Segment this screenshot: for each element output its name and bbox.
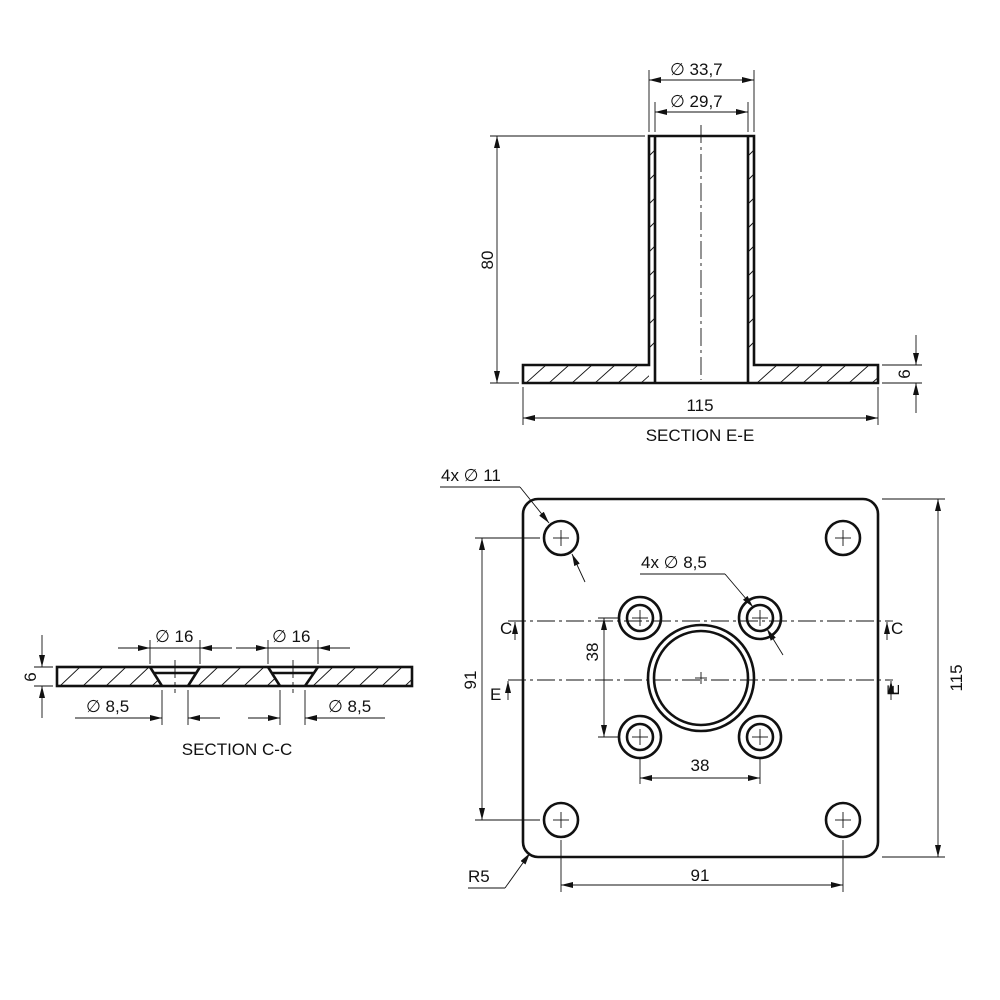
dim-plate-height: 115: [947, 664, 966, 691]
tube-wall-hatch: [648, 149, 755, 349]
section-ee-title: SECTION E-E: [646, 426, 755, 445]
countersunk-hole: [617, 595, 663, 641]
section-cc-title: SECTION C-C: [182, 740, 293, 759]
dim-inner-horizontal: 38: [691, 756, 710, 775]
dim-thickness-cc: 6: [21, 672, 40, 681]
corner-hole: [542, 519, 580, 557]
dim-hole-pitch-vertical: 91: [461, 671, 480, 690]
dim-hole-left: ∅ 8,5: [86, 697, 129, 716]
section-cc-view: ∅ 16 ∅ 16 ∅ 8,5 ∅ 8,5 6 SECTION C-C: [21, 627, 414, 759]
dim-hole-pitch-horizontal: 91: [691, 866, 710, 885]
dim-countersink-left: ∅ 16: [155, 627, 193, 646]
corner-hole: [824, 519, 862, 557]
countersunk-hole: [617, 714, 663, 760]
section-ee-view: ∅ 33,7 ∅ 29,7 80 115 6 SECTION E-E: [478, 60, 922, 445]
countersunk-hole: [737, 714, 783, 760]
corner-hole: [542, 801, 580, 839]
countersunk-hole: [737, 595, 783, 641]
corner-holes-label: 4x ∅ 11: [441, 466, 501, 485]
dim-height: 80: [478, 251, 497, 270]
corner-radius-label: R5: [468, 867, 490, 886]
dim-thickness: 6: [895, 369, 914, 378]
dim-width: 115: [686, 396, 713, 415]
dim-outer-diameter: ∅ 33,7: [670, 60, 723, 79]
cut-label-e-left: E: [490, 685, 501, 704]
inner-holes-label: 4x ∅ 8,5: [641, 553, 707, 572]
cut-label-e-right: E: [884, 684, 903, 695]
dim-countersink-right: ∅ 16: [272, 627, 310, 646]
corner-hole: [824, 801, 862, 839]
cut-label-c-left: C: [500, 619, 512, 638]
plan-view: C C E E 91 115 38 38 91 R5: [440, 466, 966, 892]
dim-hole-right: ∅ 8,5: [328, 697, 371, 716]
dim-inner-diameter: ∅ 29,7: [670, 92, 723, 111]
cut-label-c-right: C: [891, 619, 903, 638]
hatch-pattern: [57, 667, 412, 686]
hatch-pattern: [754, 365, 878, 383]
dim-inner-vertical: 38: [583, 643, 602, 662]
hatch-pattern: [523, 365, 649, 383]
